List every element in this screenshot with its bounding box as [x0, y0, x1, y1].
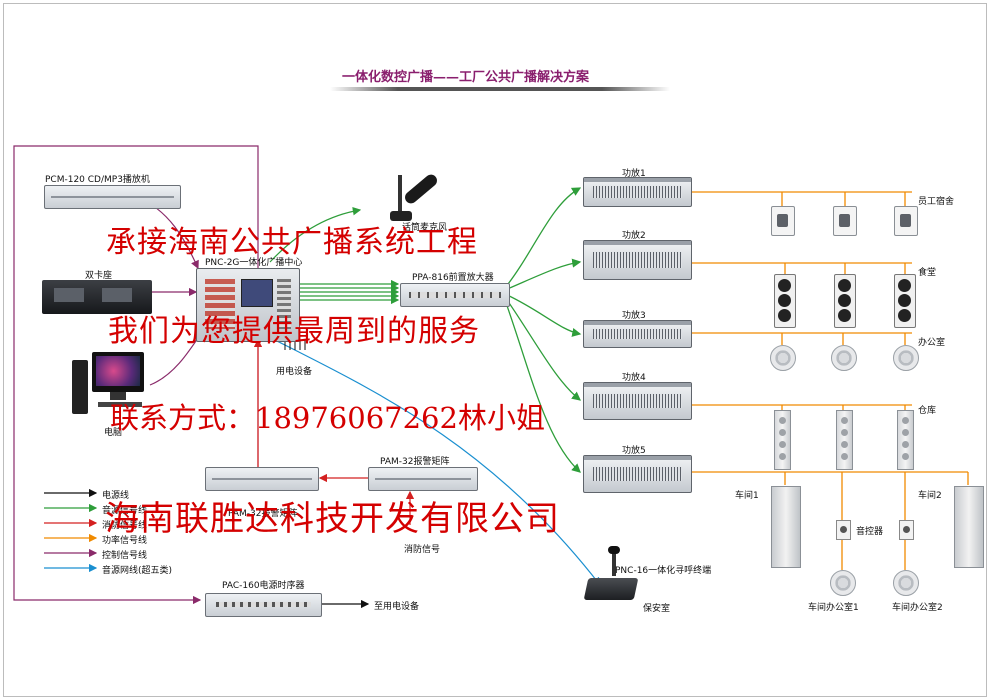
canteen-speaker — [774, 274, 796, 328]
ws-office2-label: 车间办公室2 — [892, 603, 943, 613]
legend-label: 控制信号线 — [102, 551, 148, 561]
overlay-line-1: 承接海南公共广播系统工程 — [106, 225, 478, 260]
pre-amp-device — [400, 283, 510, 307]
cd-player-device — [44, 185, 181, 209]
workshop2-speaker — [954, 486, 984, 568]
computer-label: 电脑 — [104, 428, 123, 438]
ws-office1-label: 车间办公室1 — [808, 603, 859, 613]
legend-swatches — [44, 488, 98, 573]
canteen-speaker — [834, 274, 856, 328]
sequencer-device — [205, 593, 322, 617]
volume-control-label: 音控器 — [856, 527, 884, 537]
office-ceiling-speaker — [893, 345, 919, 371]
legend-label: 功率信号线 — [102, 536, 148, 546]
to-power-equipment-label: 至用电设备 — [374, 602, 420, 612]
controller-label: PNC-2G一体化广播中心 — [205, 258, 303, 268]
workshop1-label: 车间1 — [735, 491, 759, 501]
legend-label: 电源线 — [102, 491, 130, 501]
legend-label: 音源网线(超五类) — [102, 566, 173, 576]
warehouse-label: 仓库 — [918, 406, 937, 416]
office-label: 办公室 — [918, 338, 946, 348]
office-ceiling-speaker — [831, 345, 857, 371]
warehouse-column-speaker — [836, 410, 853, 470]
cassette-label: 双卡座 — [85, 271, 113, 281]
paging-terminal-label: PNC-16一体化寻呼终端 — [615, 566, 712, 576]
warehouse-column-speaker — [897, 410, 914, 470]
warehouse-column-speaker — [774, 410, 791, 470]
amp-2-device — [583, 240, 692, 280]
security-room-label: 保安室 — [643, 604, 671, 614]
alarm-matrix-label: PAM-32报警矩阵 — [380, 457, 450, 467]
dorm-label: 员工宿舍 — [918, 197, 955, 207]
overlay-line-4: 海南联胜达科技开发有限公司 — [105, 499, 560, 539]
amp-4-label: 功放4 — [622, 373, 646, 383]
ws-office1-ceiling-speaker — [830, 570, 856, 596]
diagram-frame — [3, 3, 987, 697]
amp-2-label: 功放2 — [622, 231, 646, 241]
overlay-line-2: 我们为您提供最周到的服务 — [108, 314, 480, 349]
dorm-speaker — [833, 206, 857, 236]
power-equipment-label: 用电设备 — [276, 367, 313, 377]
legend-label: 音源信号线 — [102, 506, 148, 516]
microphone-device — [390, 165, 440, 225]
volume-control-device — [899, 520, 914, 540]
overlay-line-3: 联系方式：18976067262林小姐 — [110, 401, 545, 435]
alarm-matrix-2-device — [205, 467, 319, 491]
computer-device — [72, 352, 152, 422]
dorm-speaker — [771, 206, 795, 236]
dorm-speaker — [894, 206, 918, 236]
legend: 电源线 音源信号线 消防信号线 功率信号线 控制信号线 音源网线(超五类) — [44, 488, 184, 578]
cd-player-label: PCM-120 CD/MP3播放机 — [45, 175, 150, 185]
amp-3-label: 功放3 — [622, 311, 646, 321]
amp-4-device — [583, 382, 692, 420]
pre-amp-label: PPA-816前置放大器 — [412, 273, 494, 283]
office-ceiling-speaker — [770, 345, 796, 371]
amp-1-device — [583, 177, 692, 207]
amp-5-label: 功放5 — [622, 446, 646, 456]
canteen-label: 食堂 — [918, 268, 937, 278]
fire-signal-label: 消防信号 — [404, 545, 441, 555]
workshop1-speaker — [771, 486, 801, 568]
canteen-speaker — [894, 274, 916, 328]
cassette-device — [42, 280, 152, 314]
ws-office2-ceiling-speaker — [893, 570, 919, 596]
paging-terminal-device — [583, 546, 639, 606]
sequencer-label: PAC-160电源时序器 — [222, 581, 305, 591]
alarm-matrix-device — [368, 467, 478, 491]
amp-5-device — [583, 455, 692, 493]
amp-1-label: 功放1 — [622, 169, 646, 179]
workshop2-label: 车间2 — [918, 491, 942, 501]
volume-control-device — [836, 520, 851, 540]
title-underline — [330, 87, 670, 91]
microphone-label: 话筒麦克风 — [402, 223, 448, 233]
diagram-title: 一体化数控广播——工厂公共广播解决方案 — [342, 70, 590, 85]
controller-device — [196, 268, 300, 342]
legend-label: 消防信号线 — [102, 521, 148, 531]
amp-3-device — [583, 320, 692, 348]
alarm-matrix-2-label: PAM-32报警矩阵 — [228, 509, 298, 519]
